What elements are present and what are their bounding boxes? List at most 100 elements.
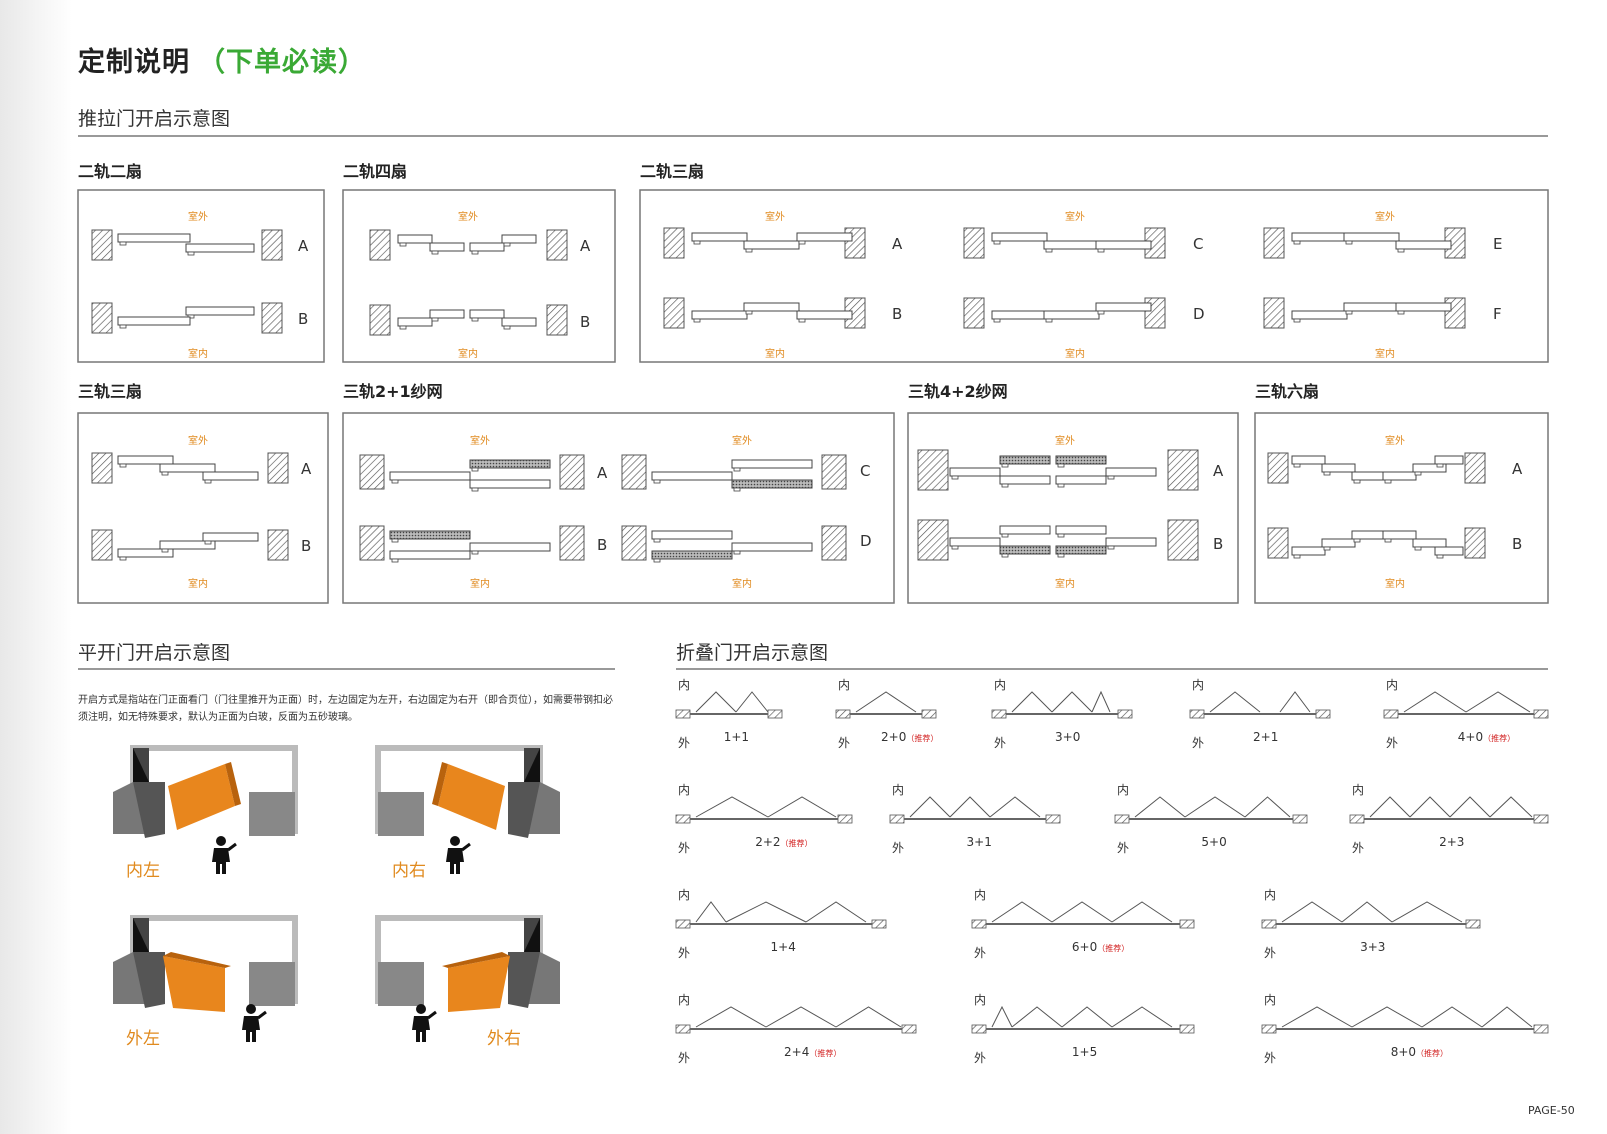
combination-label: 4+0（推荐） (1457, 730, 1516, 744)
sash-panel (999, 525, 1051, 535)
wall-hatch (261, 229, 283, 261)
indoor-label: 室内 (732, 579, 752, 590)
sash-panel (1043, 310, 1100, 320)
sash-panel (1343, 232, 1400, 242)
inside-label: 内 (1117, 783, 1130, 797)
inside-label: 内 (892, 783, 905, 797)
wall-hatch (546, 229, 568, 261)
outdoor-label: 室外 (188, 212, 208, 223)
wall-hatch (1267, 452, 1289, 484)
inside-label: 内 (1352, 783, 1365, 797)
sash-panel (117, 233, 191, 243)
outside-label: 外 (678, 946, 691, 960)
swing-door-diagram (113, 915, 298, 1012)
sash-panel (1343, 302, 1400, 312)
indoor-label: 室内 (458, 349, 478, 360)
sash-panel (1382, 530, 1417, 540)
swing-label: 内右 (392, 861, 426, 881)
sash-panel (429, 309, 465, 319)
wall-hatch (1263, 297, 1285, 329)
outside-label: 外 (1264, 946, 1277, 960)
sash-panel (159, 540, 216, 550)
page-number: PAGE-50 (1528, 1104, 1575, 1117)
option-letter: D (860, 532, 872, 550)
wall-hatch (91, 452, 113, 484)
wall-hatch (621, 525, 647, 561)
folding-door-diagram (675, 901, 887, 929)
folding-door-diagram (971, 1005, 1195, 1034)
option-letter: B (1213, 535, 1224, 553)
folding-door-diagram (1261, 901, 1481, 929)
inside-label: 内 (1264, 888, 1277, 902)
wall-hatch (91, 529, 113, 561)
combination-label: 1+4 (770, 940, 796, 954)
option-letter: A (1512, 460, 1523, 478)
sash-panel (389, 530, 471, 540)
wall-hatch (546, 304, 568, 336)
sash-panel (1412, 538, 1447, 548)
sash-panel (1055, 455, 1107, 465)
wall-hatch (369, 229, 391, 261)
sash-panel (469, 459, 551, 469)
recommend-tag: （推荐） (780, 839, 813, 848)
sash-panel (1434, 455, 1464, 465)
sash-panel (202, 532, 259, 542)
sash-panel (469, 479, 551, 489)
diagram-frame (77, 412, 329, 604)
outdoor-label: 室外 (458, 212, 478, 223)
wall-hatch (917, 519, 949, 561)
wall-hatch (359, 454, 385, 490)
swing-description: 开启方式是指站在门正面看门（门往里推开为正面）时，左边固定为左开，右边固定为右开… (78, 695, 613, 723)
inside-label: 内 (1192, 678, 1205, 692)
group-title: 三轨三扇 (78, 382, 143, 401)
sash-panel (999, 475, 1051, 485)
sash-panel (991, 310, 1048, 320)
inside-label: 内 (974, 888, 987, 902)
indoor-label: 室内 (188, 579, 208, 590)
swing-label: 内左 (126, 861, 160, 881)
option-letter: B (580, 313, 591, 331)
folding-door-diagram (1189, 691, 1331, 719)
wall-hatch (663, 227, 685, 259)
sash-panel (1105, 467, 1157, 477)
group-title: 二轨三扇 (640, 162, 705, 181)
combination-label: 1+5 (1071, 1045, 1098, 1059)
sash-panel (501, 234, 537, 244)
wall-hatch (267, 452, 289, 484)
combination-label: 2+2（推荐） (755, 835, 813, 849)
combination-label: 1+1 (723, 730, 750, 744)
inside-label: 内 (994, 678, 1007, 692)
folding-door-diagram (991, 690, 1133, 719)
outdoor-label: 室外 (470, 436, 490, 447)
outside-label: 外 (1352, 841, 1365, 855)
sash-panel (1055, 545, 1107, 555)
folding-door-diagram (971, 901, 1195, 929)
diagram-frame (907, 412, 1239, 604)
option-letter: A (580, 237, 591, 255)
inside-label: 内 (1386, 678, 1399, 692)
sash-panel (185, 243, 255, 253)
combination-label: 3+3 (1360, 940, 1386, 954)
folding-door-diagram (835, 691, 937, 719)
wall-hatch (369, 304, 391, 336)
wall-hatch (559, 454, 585, 490)
page-title: 定制说明（下单必读） (78, 47, 366, 78)
outdoor-label: 室外 (765, 212, 785, 223)
combination-label: 2+1 (1253, 730, 1279, 744)
outside-label: 外 (974, 946, 987, 960)
recommend-tag: （推荐） (809, 1049, 842, 1058)
sash-panel (185, 306, 255, 316)
sash-panel (691, 232, 748, 242)
group-title: 二轨二扇 (78, 162, 143, 181)
outside-label: 外 (678, 1051, 691, 1065)
wall-hatch (821, 525, 847, 561)
sash-panel (159, 463, 216, 473)
outdoor-label: 室外 (1055, 436, 1075, 447)
wall-hatch (663, 297, 685, 329)
inside-label: 内 (678, 678, 691, 692)
sash-panel (429, 242, 465, 252)
combination-label: 8+0（推荐） (1390, 1045, 1449, 1059)
sash-panel (1043, 240, 1100, 250)
indoor-label: 室内 (765, 349, 785, 360)
sash-panel (1291, 232, 1348, 242)
